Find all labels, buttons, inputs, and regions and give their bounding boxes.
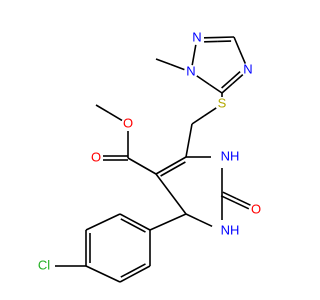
bond-c2-o_urea-b — [236, 197, 251, 206]
atom-label-n1h: NH — [221, 148, 240, 163]
bond-c5_tri-n1_tri — [196, 75, 210, 86]
bond-ph5-ph6-inner — [120, 263, 146, 278]
bond-n3h-c4 — [185, 213, 200, 221]
bond-c4-ph1 — [149, 213, 187, 231]
bond-n3h-c4 — [198, 219, 213, 228]
atom-label-s: S — [218, 95, 227, 110]
bond-s-ch2 — [191, 115, 205, 125]
bond-s-ch2 — [203, 107, 217, 117]
atom-label-n3h: NH — [221, 222, 240, 237]
bond-c3_tri-n4_tri — [238, 49, 247, 64]
bond-o_ester-ch3_o — [95, 104, 110, 114]
bond-ph1-ph2-inner — [120, 218, 146, 233]
bond-c2-o_urea-a — [220, 195, 236, 204]
bond-ch3_n-n1_tri — [155, 58, 171, 66]
bond-c2-o_urea-b — [222, 191, 238, 200]
bond-c4-c5 — [155, 173, 187, 215]
bond-c2-o_urea-a — [234, 201, 250, 210]
bond-c5-c_ester — [127, 157, 157, 175]
atom-label-n2_tri: N — [192, 29, 201, 44]
atom-label-o_carbonyl: O — [91, 149, 101, 164]
structure-svg: N N N S NH O NH O O Cl — [38, 29, 261, 283]
bond-ph5-ph6 — [119, 265, 151, 283]
bond-n1_tri-n2_tri — [191, 44, 197, 66]
bond-ph4-ph5 — [85, 265, 121, 283]
bond-n4_tri-c5_tri-inner — [221, 79, 232, 89]
bond-o_ester-ch3_o — [108, 112, 123, 122]
bond-c3_tri-n4_tri — [233, 36, 241, 51]
atom-label-cl: Cl — [38, 257, 50, 272]
bond-n4_tri-c5_tri — [221, 83, 233, 94]
atom-label-n1_tri: N — [186, 63, 195, 78]
atom-label-o_ester: O — [123, 115, 133, 130]
atom-label-o_urea: O — [251, 201, 261, 216]
molecule-diagram: N N N S NH O NH O O Cl — [37, 29, 262, 283]
bond-n4_tri-c5_tri-inner — [230, 71, 241, 81]
bond-ph2-ph3 — [85, 213, 121, 231]
bond-ch3_n-n1_tri — [169, 63, 185, 71]
atom-label-n4_tri: N — [243, 61, 252, 76]
bond-n4_tri-c5_tri — [231, 74, 244, 85]
bond-c5_tri-n1_tri — [208, 83, 223, 94]
bond-c5-c6-inner — [160, 161, 186, 177]
bond-ph1-ph2 — [119, 213, 151, 231]
bond-ch2-c6 — [185, 123, 193, 158]
bond-c5-c6 — [155, 156, 187, 175]
